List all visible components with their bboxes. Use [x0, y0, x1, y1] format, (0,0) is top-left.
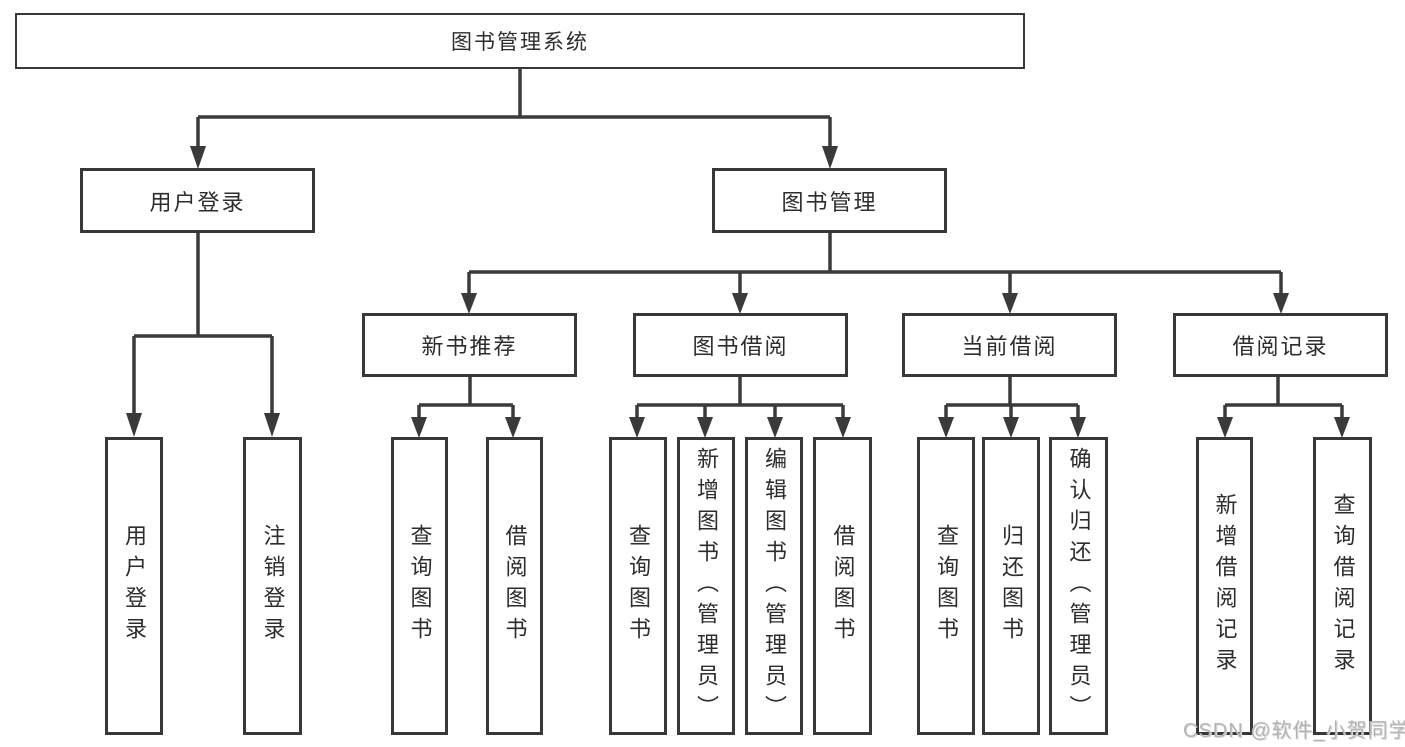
leaf-borrow-books-1: 借阅图书 [486, 437, 543, 735]
watermark: CSDN @软件_小贺同学 [1183, 720, 1405, 742]
leaf-add-books-admin: 新增图书（管理员） [677, 437, 735, 735]
leaf-query-borrow-record: 查询借阅记录 [1313, 437, 1372, 735]
node-book-management: 图书管理 [712, 168, 947, 233]
node-new-book-recommend: 新书推荐 [362, 313, 577, 377]
leaf-confirm-return-admin: 确认归还（管理员） [1049, 437, 1108, 735]
leaf-query-books-2: 查询图书 [609, 437, 667, 735]
leaf-add-borrow-record: 新增借阅记录 [1196, 437, 1253, 735]
node-borrow-record: 借阅记录 [1173, 313, 1388, 377]
leaf-edit-books-admin: 编辑图书（管理员） [745, 437, 803, 735]
leaf-query-books-3: 查询图书 [917, 437, 975, 735]
leaf-return-books: 归还图书 [982, 437, 1040, 735]
node-library-system: 图书管理系统 [15, 13, 1025, 69]
leaf-borrow-books-2: 借阅图书 [813, 437, 872, 735]
node-user-login: 用户登录 [80, 168, 315, 233]
leaf-logout: 注销登录 [243, 437, 302, 735]
node-book-borrow: 图书借阅 [633, 313, 848, 377]
leaf-user-login: 用户登录 [105, 437, 163, 735]
leaf-query-books-1: 查询图书 [391, 437, 448, 735]
node-current-borrow: 当前借阅 [902, 313, 1117, 377]
